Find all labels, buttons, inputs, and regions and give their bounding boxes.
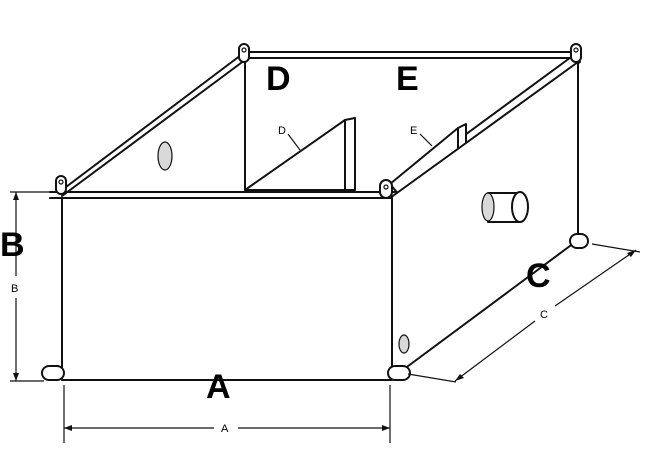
lifting-lug-back-left	[238, 43, 250, 63]
lifting-lug-front-right	[379, 179, 393, 199]
label-big-a: A	[206, 368, 231, 406]
drain-fitting	[398, 334, 410, 354]
lifting-lug-front-left	[55, 175, 67, 195]
label-big-b: B	[0, 226, 25, 264]
label-big-e: E	[396, 60, 419, 98]
baffle-d	[244, 117, 356, 191]
label-small-e: E	[410, 125, 417, 137]
foot-back-right	[569, 233, 589, 249]
label-small-b: B	[11, 283, 18, 295]
leader-d	[287, 133, 301, 151]
dimension-c	[407, 243, 641, 383]
tank-front-wall	[61, 197, 393, 381]
label-big-d: D	[266, 60, 291, 98]
leader-e	[419, 133, 433, 147]
tank-right-side	[389, 61, 579, 379]
foot-front-right	[387, 365, 411, 381]
dimension-b	[10, 191, 56, 382]
dimension-a	[63, 385, 391, 443]
label-small-c: C	[540, 309, 548, 321]
outlet-pipe	[481, 191, 529, 223]
lifting-lug-back-right	[570, 43, 582, 63]
foot-front-left	[41, 365, 65, 381]
label-small-a: A	[221, 423, 229, 435]
label-small-d: D	[278, 125, 286, 137]
label-big-c: C	[526, 257, 551, 295]
left-wall-port	[157, 141, 173, 171]
